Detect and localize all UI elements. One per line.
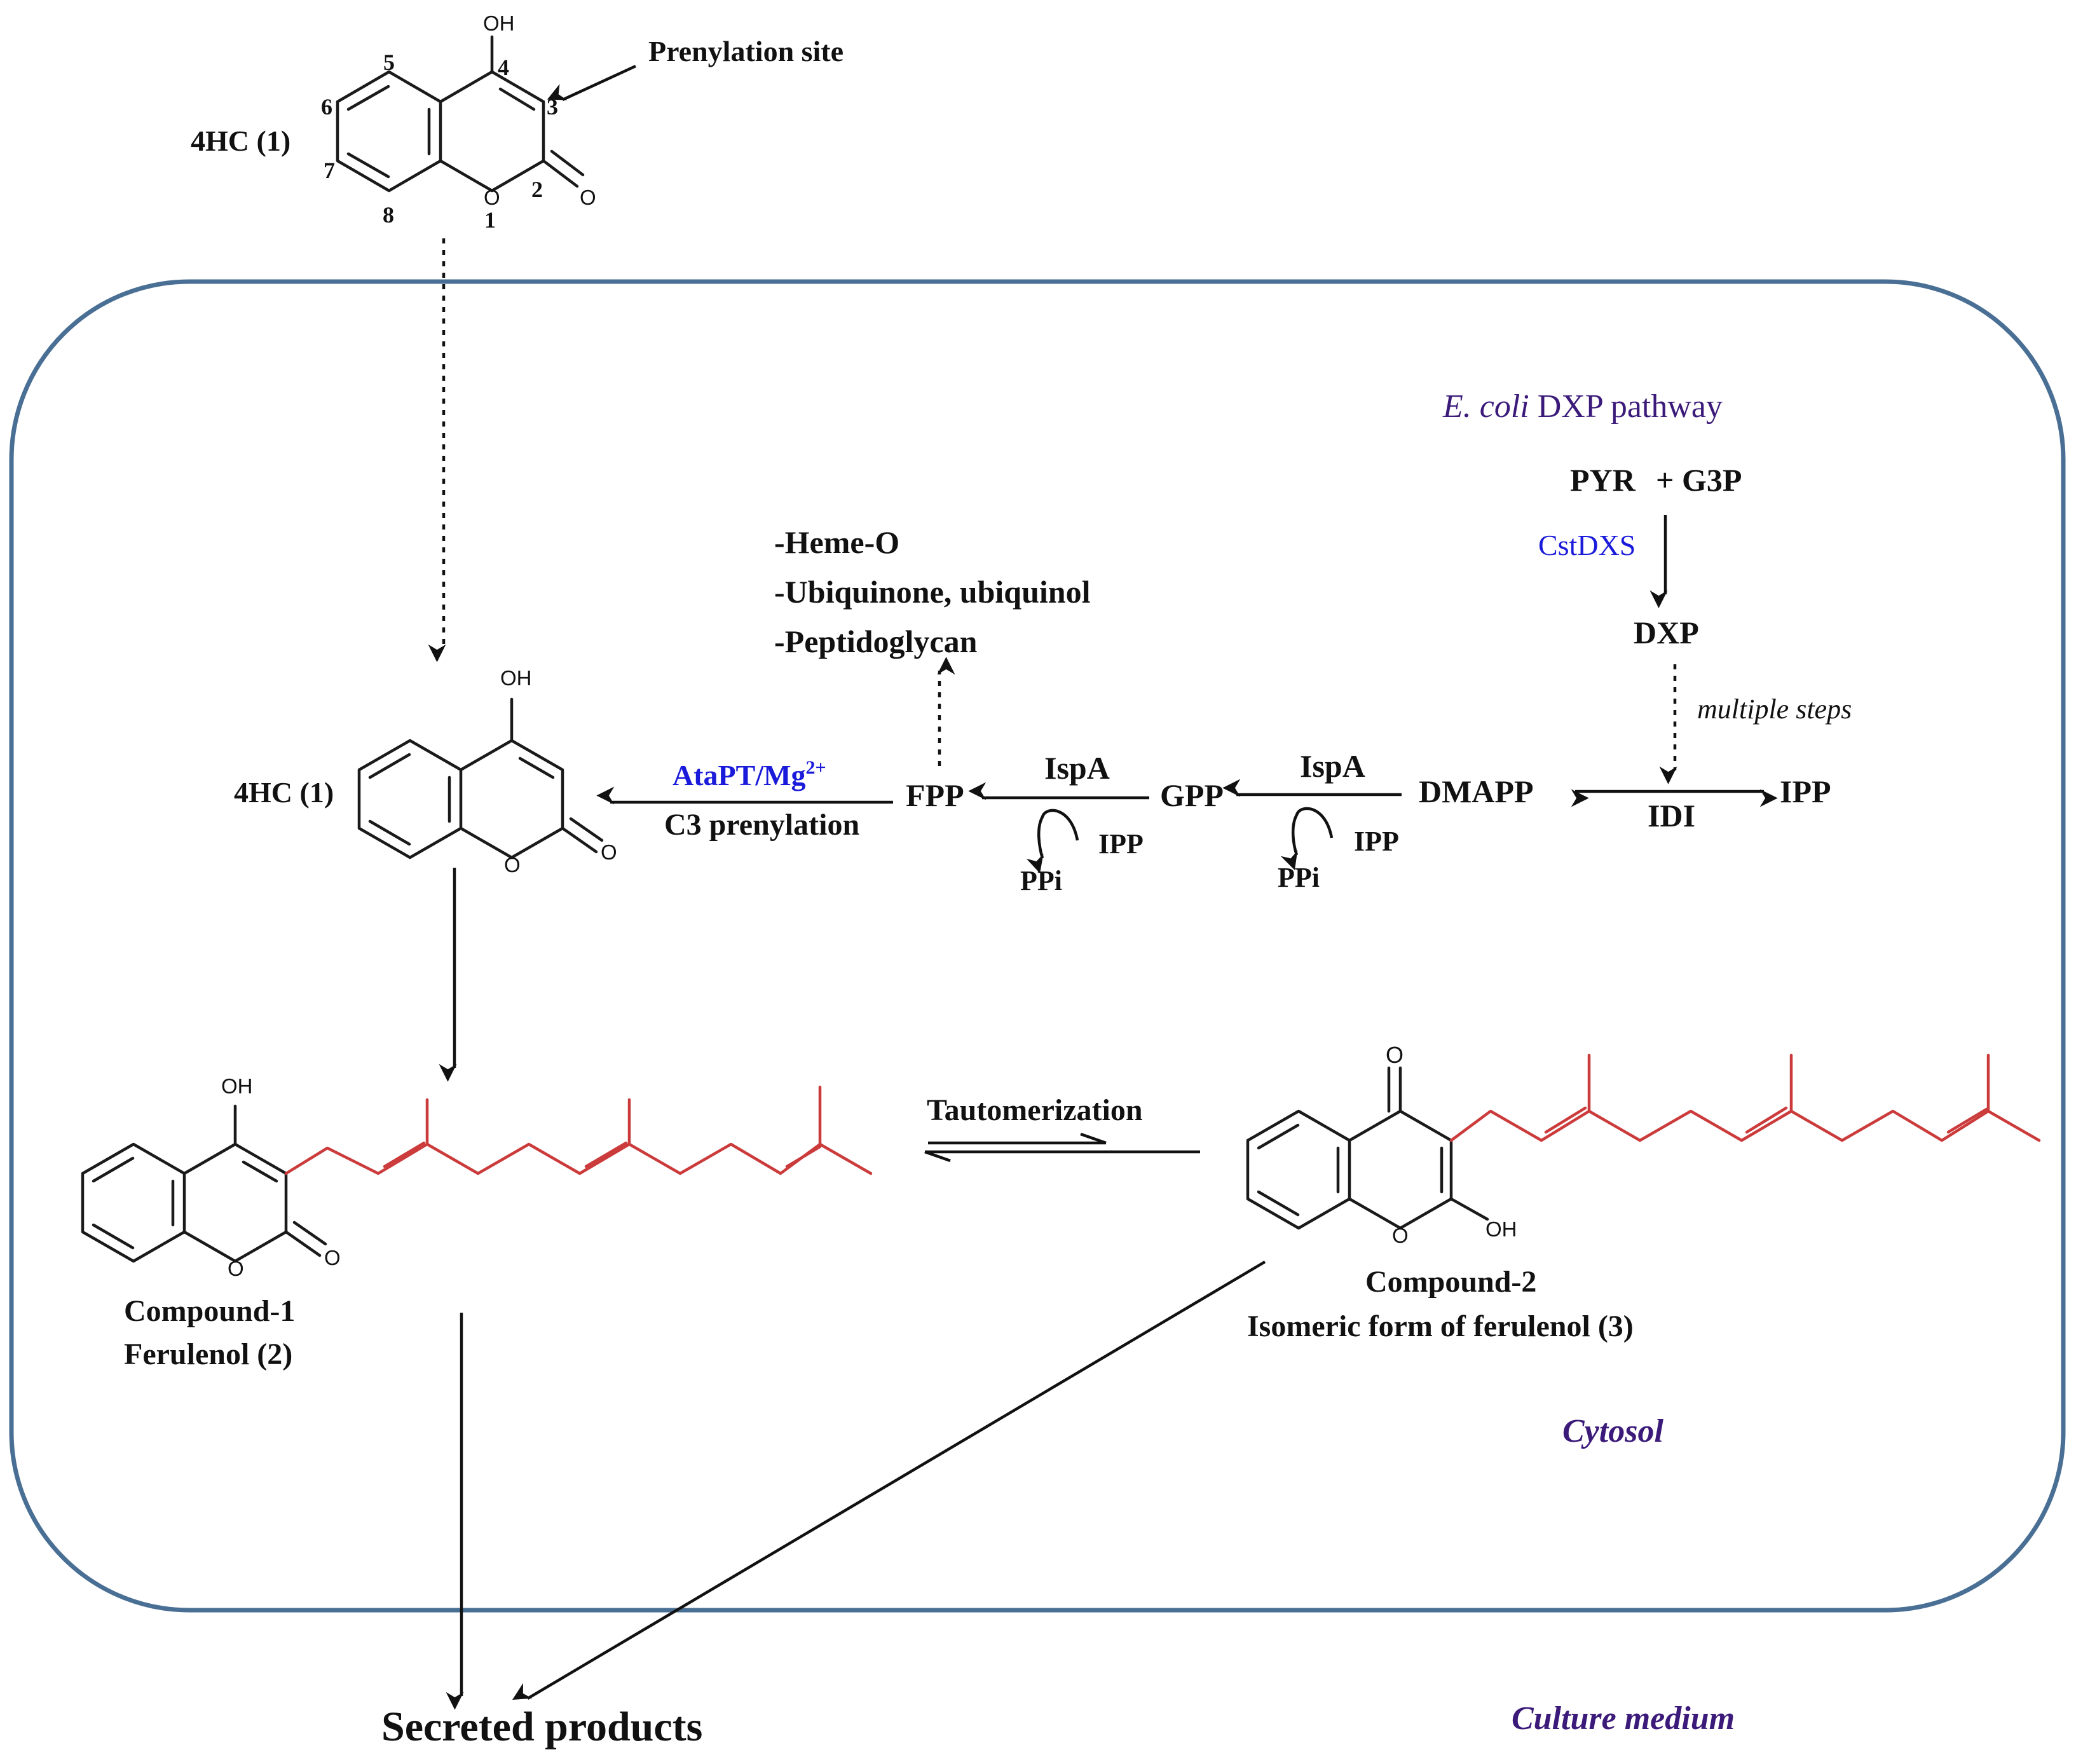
fpp-product-ubiquinone: -Ubiquinone, ubiquinol <box>774 574 1091 610</box>
top-4hc-position-6: 6 <box>321 94 332 120</box>
inner-4hc-molecule <box>357 697 604 859</box>
top-4hc-ring-oxygen: O <box>484 186 500 209</box>
cell-membrane <box>9 279 2066 1613</box>
top-4hc-position-2: 2 <box>531 177 543 202</box>
compound2-chain-double-bond-1 <box>1544 1106 1587 1134</box>
fpp-product-peptidoglycan: -Peptidoglycan <box>774 624 978 659</box>
atapt-enzyme-label: AtaPT/Mg2+ <box>673 757 826 791</box>
ispa-enzyme-label-1: IspA <box>1044 750 1110 786</box>
ipp-ppi-curved-arrow-2 <box>1280 807 1334 870</box>
compound1-carbonyl-oxygen: O <box>324 1246 341 1269</box>
inner-4hc-name: 4HC (1) <box>234 776 334 809</box>
compound1-title: Compound-1 <box>124 1294 295 1328</box>
top-4hc-carbonyl-oxygen: O <box>580 186 596 209</box>
dxp-label: DXP <box>1634 615 1699 650</box>
compound2-title: Compound-2 <box>1365 1265 1536 1299</box>
ppi-byproduct-label-2: PPi <box>1278 862 1320 893</box>
compound1-farnesyl-chain <box>284 1142 873 1175</box>
top-4hc-molecule <box>336 35 585 193</box>
compound2-chain-double-bond-3 <box>1946 1107 1988 1134</box>
top-4hc-position-4: 4 <box>498 55 509 80</box>
compound1-chain-double-bonds <box>383 1141 426 1168</box>
cstdxs-enzyme-label: CstDXS <box>1538 529 1636 561</box>
compound2-oh-label: OH <box>1485 1217 1517 1241</box>
compound2-ring-oxygen: O <box>1392 1224 1409 1247</box>
multiple-steps-label: multiple steps <box>1697 694 1852 725</box>
idi-enzyme-label: IDI <box>1648 798 1695 833</box>
compound2-secretion-arrow <box>512 1261 1266 1700</box>
c3-prenylation-label: C3 prenylation <box>664 808 859 842</box>
g3p-label: + G3P <box>1656 462 1742 498</box>
top-4hc-position-1: 1 <box>484 207 496 233</box>
compound1-molecule <box>81 1104 327 1263</box>
compound1-chain-double-bond-2 <box>584 1141 628 1168</box>
top-4hc-oh-label: OH <box>483 11 515 35</box>
compound2-farnesyl-chain <box>1449 1109 2041 1142</box>
top-4hc-position-7: 7 <box>324 158 335 183</box>
top-4hc-position-3: 3 <box>547 94 558 120</box>
tautomerization-forward-half-arrow <box>928 1132 1107 1145</box>
secreted-products-label: Secreted products <box>381 1704 702 1750</box>
compound1-subtitle: Ferulenol (2) <box>124 1337 292 1371</box>
dmapp-label: DMAPP <box>1419 774 1534 809</box>
ispa-enzyme-label-2: IspA <box>1300 748 1365 784</box>
top-4hc-position-8: 8 <box>383 202 394 228</box>
compound2-chain-double-bond-2 <box>1745 1106 1788 1134</box>
fpp-label: FPP <box>906 777 964 813</box>
inner-4hc-oh-label: OH <box>500 666 532 690</box>
pathway-title: E. coli DXP pathway <box>1442 388 1723 425</box>
ipp-ppi-curved-arrow-1 <box>1026 809 1079 873</box>
inner-4hc-carbonyl-oxygen: O <box>601 840 617 864</box>
ipp-cosubstrate-label-1: IPP <box>1098 828 1144 859</box>
compound2-keto-oxygen: O <box>1386 1042 1403 1068</box>
top-4hc-position-5: 5 <box>383 50 395 75</box>
compound1-chain-double-bond-3 <box>785 1145 822 1168</box>
culture-medium-label: Culture medium <box>1512 1700 1735 1737</box>
compound1-oh-label: OH <box>221 1074 253 1098</box>
prenylation-site-arrow <box>547 64 636 102</box>
ipp-cosubstrate-label-2: IPP <box>1354 826 1399 857</box>
gpp-label: GPP <box>1160 777 1224 813</box>
compound2-molecule <box>1246 1066 1489 1230</box>
tautomerization-label: Tautomerization <box>927 1093 1143 1127</box>
compound2-subtitle: Isomeric form of ferulenol (3) <box>1247 1309 1634 1343</box>
compound1-ring-oxygen: O <box>228 1257 244 1280</box>
cytosol-label: Cytosol <box>1562 1413 1663 1449</box>
ipp-label: IPP <box>1780 774 1831 809</box>
prenylation-site-label: Prenylation site <box>648 35 843 67</box>
pyr-label: PYR <box>1570 462 1636 498</box>
top-4hc-name: 4HC (1) <box>191 125 290 157</box>
inner-4hc-ring-oxygen: O <box>504 853 521 877</box>
ppi-byproduct-label-1: PPi <box>1020 865 1062 896</box>
fpp-product-heme-o: -Heme-O <box>774 524 899 560</box>
tautomerization-reverse-half-arrow <box>924 1150 1200 1163</box>
